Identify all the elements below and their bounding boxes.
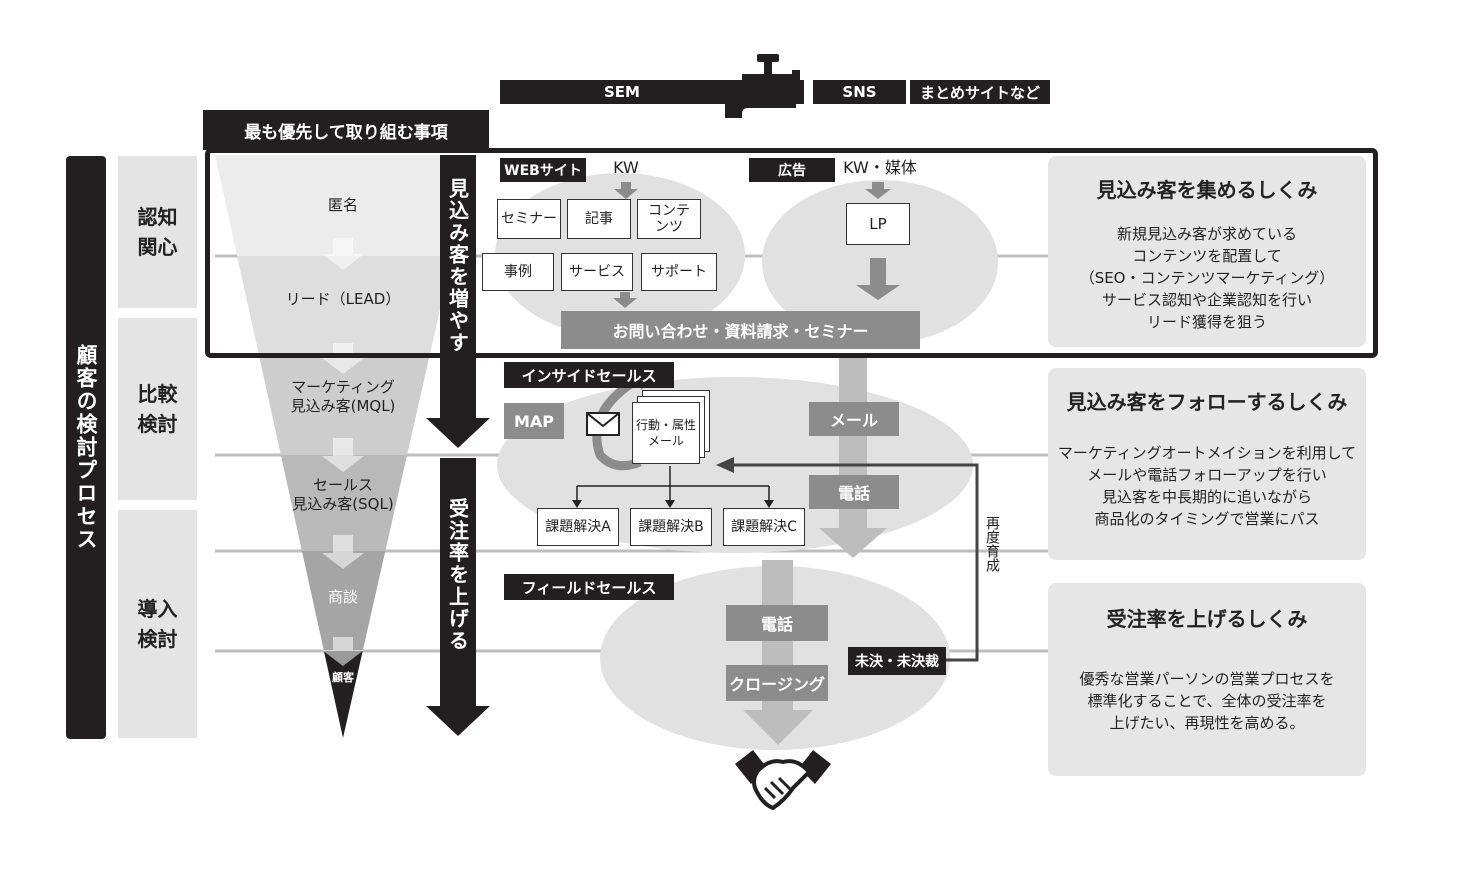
doc-case: 事例	[482, 253, 554, 291]
doc-seminar: セミナー	[497, 199, 561, 239]
panel-follow-title: 見込み客をフォローするしくみ	[1066, 390, 1348, 414]
mail-step: メール	[809, 402, 899, 436]
handshake-icon	[735, 750, 831, 811]
panel-collect-text: 新規見込み客が求めている コンテンツを配置して （SEO・コンテンツマーケティン…	[1079, 225, 1335, 331]
panel-collect: 見込み客を集めるしくみ 新規見込み客が求めている コンテンツを配置して （SEO…	[1048, 156, 1366, 347]
nurture-label: 再度育成	[984, 516, 1000, 572]
pending-label: 未決・未決裁	[848, 647, 946, 675]
sem-bar: SEM	[500, 80, 804, 104]
funnel-mql: マーケティング 見込み客(MQL)	[290, 378, 396, 415]
kw-media-label: KW・媒体	[843, 158, 917, 177]
stage-awareness: 認知 関心	[118, 156, 197, 308]
close-rate-arrow	[426, 458, 490, 736]
doc-service: サービス	[561, 253, 633, 291]
field-sales-label: フィールドセールス	[504, 574, 674, 600]
panel-close-rate-title: 受注率を上げるしくみ	[1106, 607, 1308, 631]
doc-content: コンテ ンツ	[637, 199, 701, 239]
panel-close-rate: 受注率を上げるしくみ 優秀な営業パーソンの営業プロセスを 標準化することで、全体…	[1048, 583, 1366, 776]
phone-step-field: 電話	[726, 605, 828, 641]
inside-sales-label: インサイドセールス	[504, 362, 674, 388]
panel-follow-text: マーケティングオートメイションを利用して メールや電話フォローアップを行い 見込…	[1057, 444, 1357, 528]
doc-article: 記事	[567, 199, 631, 239]
phone-step-inside: 電話	[809, 475, 899, 509]
stage-comparison: 比較 検討	[118, 318, 197, 500]
process-title: 顧客の検討プロセス	[74, 344, 98, 551]
increase-arrow	[426, 155, 490, 448]
matome-bar: まとめサイトなど	[910, 80, 1050, 104]
doc-lp: LP	[846, 203, 910, 245]
priority-box	[205, 148, 1378, 358]
sem-label: SEM	[604, 83, 640, 101]
close-rate-label: 受注率を上げる	[445, 498, 470, 652]
funnel-negotiation: 商談	[327, 588, 358, 606]
kw-label: KW	[613, 158, 639, 177]
web-site-label: WEBサイト	[500, 158, 586, 182]
panel-follow: 見込み客をフォローするしくみ マーケティングオートメイションを利用して メールや…	[1048, 368, 1366, 560]
inquiry-bar: お問い合わせ・資料請求・セミナー	[561, 311, 920, 349]
increase-label-wrap: 見込み客を増やす	[444, 178, 472, 418]
process-column: 顧客の検討プロセス	[66, 156, 106, 739]
panel-close-rate-text: 優秀な営業パーソンの営業プロセスを 標準化することで、全体の受注率を 上げたい、…	[1079, 670, 1335, 732]
doc-support: サポート	[641, 253, 717, 291]
funnel-lead: リード（LEAD）	[285, 290, 401, 308]
funnel-customer: 顧客	[332, 671, 354, 684]
funnel-anonymous: 匿名	[327, 196, 358, 214]
priority-label: 最も優先して取り組む事項	[203, 110, 489, 150]
solution-a: 課題解決A	[537, 508, 619, 546]
map-label: MAP	[504, 403, 564, 439]
ad-label: 広告	[749, 158, 835, 182]
envelope-icon	[586, 412, 620, 436]
panel-collect-title: 見込み客を集めるしくみ	[1096, 178, 1318, 202]
close-rate-label-wrap: 受注率を上げる	[444, 498, 472, 698]
solution-c: 課題解決C	[723, 508, 805, 546]
increase-label: 見込み客を増やす	[445, 178, 470, 354]
closing-step: クロージング	[726, 665, 828, 701]
funnel-sql: セールス 見込み客(SQL)	[292, 476, 394, 513]
sns-bar: SNS	[813, 80, 906, 104]
solution-b: 課題解決B	[630, 508, 712, 546]
stage-adoption: 導入 検討	[118, 510, 197, 738]
behavior-mail-doc: 行動・属性 メール	[632, 402, 700, 464]
